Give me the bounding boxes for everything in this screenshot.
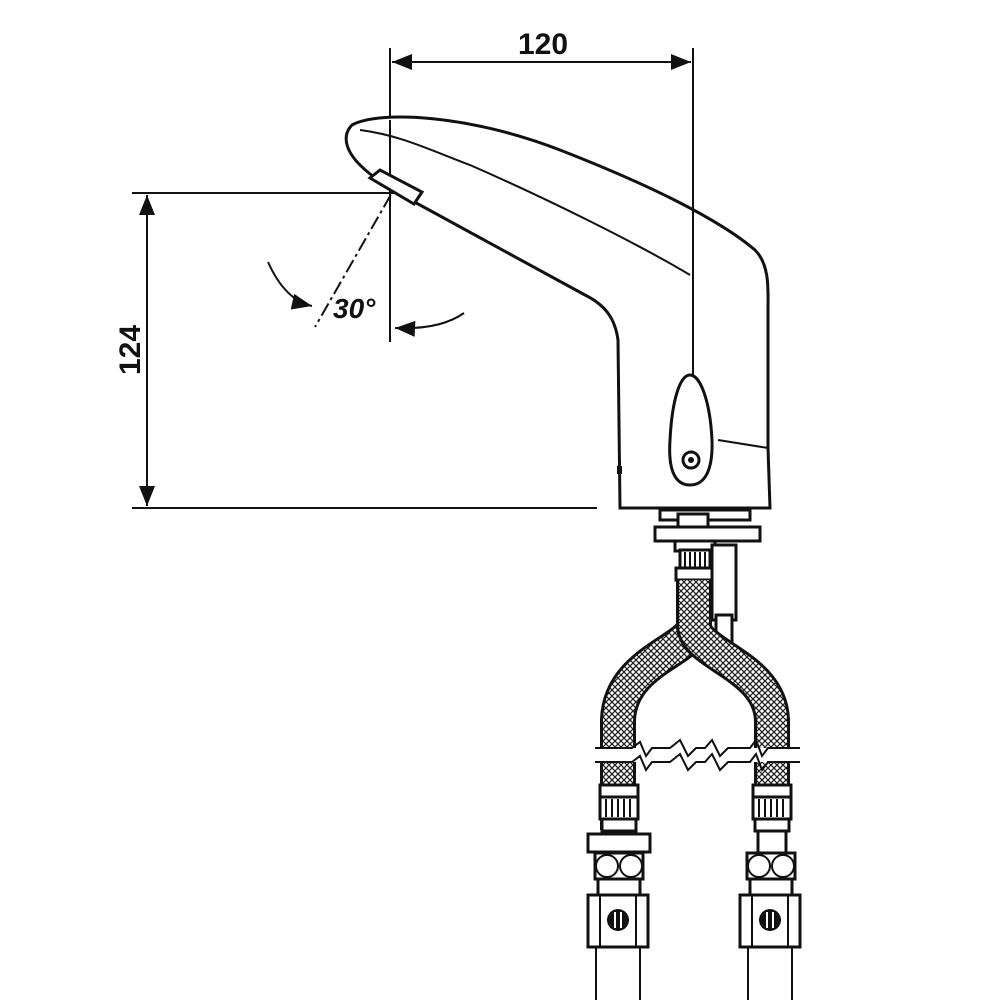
spray-angle-label: 30° bbox=[333, 293, 376, 324]
supply-hoses[interactable] bbox=[592, 580, 802, 830]
lever-handle bbox=[668, 373, 714, 487]
width-dimension-label: 120 bbox=[518, 28, 568, 61]
faucet-body bbox=[344, 115, 772, 510]
aerator bbox=[367, 168, 425, 207]
valve-right bbox=[738, 783, 802, 1000]
height-dimension-label: 124 bbox=[114, 325, 147, 375]
mounting-assembly bbox=[653, 508, 762, 647]
height-dimension: 124 bbox=[114, 192, 597, 509]
valve-left bbox=[586, 783, 652, 1000]
hose-right[interactable] bbox=[679, 580, 787, 830]
